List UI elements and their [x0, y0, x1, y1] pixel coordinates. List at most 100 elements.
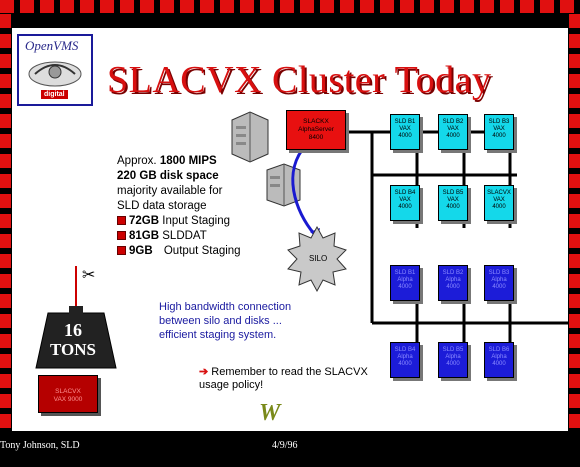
logo-graphic-icon: [28, 61, 82, 87]
disk-size: 9GB: [129, 245, 153, 257]
disk-cabinet-icon: [231, 111, 269, 163]
footer-author: Tony Johnson, SLD: [0, 440, 80, 451]
node-model: 4000: [446, 204, 460, 210]
stats-disk-value: 220 GB disk space: [117, 170, 219, 182]
floppy-disk-icon: [117, 246, 126, 255]
silo-link-arrow: [291, 149, 320, 240]
silo-label: SILO: [309, 254, 328, 263]
vax-node: SLD B1 VAX 4000: [390, 114, 420, 150]
sixteen-tons-weight: 16 TONS: [38, 310, 108, 370]
node-model: 4000: [398, 204, 412, 210]
disk-label: Output Staging: [163, 245, 241, 257]
reminder-line: Remember to read the SLACVX: [211, 366, 368, 378]
vax9000-node: SLACVX VAX 9000: [38, 375, 98, 413]
floppy-disk-icon: [117, 216, 126, 225]
node-name: SLD B4: [394, 190, 416, 196]
node-type: Alpha: [491, 354, 507, 360]
vax-node: SLD B4 VAX 4000: [390, 185, 420, 221]
node-type: Alpha: [397, 277, 413, 283]
node-model: 4000: [492, 284, 506, 290]
stats-approx: Approx.: [117, 155, 160, 167]
vax9000-line1: SLACVX: [55, 388, 81, 395]
node-name: SLD B5: [442, 190, 464, 196]
disk-size: 72GB: [129, 215, 160, 227]
node-name: SLD B3: [488, 270, 510, 276]
node-type: VAX: [447, 126, 459, 132]
slide-canvas: OpenVMS digital SLACVX Cluster Today: [12, 28, 568, 431]
alpha-node: SLD B3 Alpha 4000: [484, 265, 514, 301]
stats-mips: Approx. 1800 MIPS: [117, 154, 241, 169]
word-w-icon: W: [259, 400, 282, 426]
node-name: SLD B3: [488, 119, 510, 125]
node-type: Alpha: [445, 354, 461, 360]
alpha-node: SLD B5 Alpha 4000: [438, 342, 468, 378]
node-model: 4000: [398, 133, 412, 139]
stats-line4: SLD data storage: [117, 200, 207, 212]
node-model: 4000: [446, 133, 460, 139]
weight-number: 16: [64, 320, 82, 340]
bandwidth-line: High bandwidth connection: [159, 301, 292, 313]
slide-title: SLACVX Cluster Today: [107, 59, 492, 101]
node-name: SLD B2: [442, 270, 464, 276]
alpha-node: SLD B2 Alpha 4000: [438, 265, 468, 301]
node-name: SLD B4: [394, 347, 416, 353]
node-model: 4000: [398, 284, 412, 290]
bandwidth-line: between silo and disks ...: [159, 315, 282, 327]
node-name: SLD B1: [394, 270, 416, 276]
vax9000-line2: VAX 9000: [53, 396, 83, 403]
node-name: SLD B5: [442, 347, 464, 353]
disk-label: Input Staging: [162, 215, 231, 227]
cluster-stats: Approx. 1800 MIPS 220 GB disk space majo…: [117, 154, 241, 259]
usage-reminder[interactable]: ➔ Remember to read the SLACVX usage poli…: [199, 366, 368, 392]
alpha-line2: AlphaServer: [298, 126, 334, 133]
disk-row: 72GB Input Staging: [117, 214, 241, 229]
film-strip-top: [0, 0, 580, 13]
disk-size: 81GB: [129, 230, 160, 242]
reminder-line: usage policy!: [199, 379, 264, 391]
node-model: 4000: [492, 361, 506, 367]
bandwidth-note: High bandwidth connection between silo a…: [159, 300, 291, 342]
node-type: VAX: [399, 126, 411, 132]
alpha-node: SLD B1 Alpha 4000: [390, 265, 420, 301]
node-model: 4000: [446, 284, 460, 290]
stats-line3: majority available for: [117, 185, 223, 197]
bandwidth-line: efficient staging system.: [159, 329, 277, 341]
node-name: SLD B6: [488, 347, 510, 353]
alpha-node: SLD B4 Alpha 4000: [390, 342, 420, 378]
alphaserver-node: SLACKX AlphaServer 8400: [286, 110, 346, 150]
node-name: SLD B2: [442, 119, 464, 125]
weight-body: [35, 312, 117, 369]
stats-mips-value: 1800 MIPS: [159, 155, 217, 167]
weight-unit: TONS: [50, 340, 96, 359]
alpha-node: SLD B6 Alpha 4000: [484, 342, 514, 378]
node-type: VAX: [447, 197, 459, 203]
vax-node: SLD B3 VAX 4000: [484, 114, 514, 150]
footer-date: 4/9/96: [272, 440, 298, 451]
disk-row: 81GB SLDDAT: [117, 229, 241, 244]
vax-node: SLD B2 VAX 4000: [438, 114, 468, 150]
logo-word: OpenVMS: [25, 38, 79, 53]
node-type: Alpha: [491, 277, 507, 283]
alpha-line3: 8400: [308, 134, 324, 141]
film-strip-right: [569, 14, 580, 430]
node-model: 4000: [492, 133, 506, 139]
scissors-icon: ✂: [82, 265, 95, 284]
disk-label: SLDDAT: [162, 230, 207, 242]
node-model: 4000: [492, 204, 506, 210]
openvms-logo: OpenVMS digital: [17, 34, 93, 106]
node-model: 4000: [398, 361, 412, 367]
floppy-disk-icon: [117, 231, 126, 240]
silo-icon: [287, 225, 347, 293]
node-name: SLACVX: [487, 190, 511, 196]
film-strip-left: [0, 14, 11, 430]
node-model: 4000: [446, 361, 460, 367]
vax-node: SLACVX VAX 4000: [484, 185, 514, 221]
node-type: VAX: [493, 197, 505, 203]
arrow-icon: ➔: [199, 366, 209, 378]
logo-digital-badge: digital: [41, 90, 68, 99]
disk-row: 9GB Output Staging: [117, 244, 241, 259]
alpha-line1: SLACKX: [303, 118, 329, 125]
node-type: VAX: [493, 126, 505, 132]
node-type: Alpha: [445, 277, 461, 283]
node-name: SLD B1: [394, 119, 416, 125]
